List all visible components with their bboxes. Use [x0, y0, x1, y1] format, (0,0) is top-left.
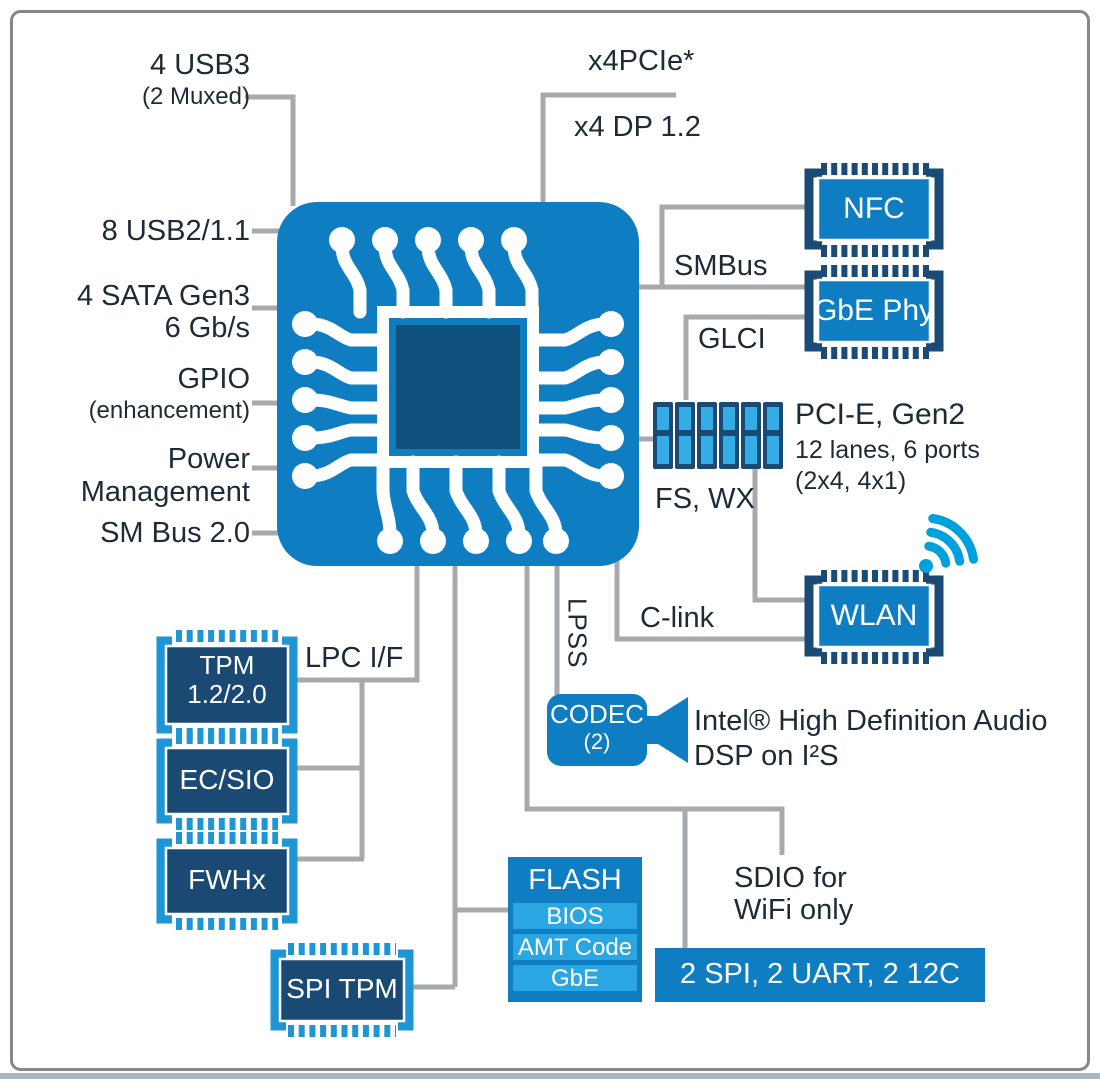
- label-bios: BIOS: [546, 903, 604, 930]
- wire-nfc: [659, 204, 806, 287]
- label-lpss: LPSS: [562, 598, 593, 669]
- wire-sdio: [524, 558, 785, 855]
- label-hda: Intel® High Definition Audio: [694, 705, 1048, 737]
- wifi-icon: [919, 514, 978, 573]
- nfc-chip: [804, 163, 944, 257]
- wlan-chip: [804, 570, 944, 664]
- wire-clink: [614, 558, 806, 642]
- codec-box: [547, 694, 647, 766]
- label-x4pcie: x4PCIe*: [588, 45, 695, 77]
- flash-bar-amt: [513, 934, 637, 960]
- label-usb3: 4 USB3: [150, 49, 250, 81]
- label-nfc: NFC: [843, 192, 905, 225]
- pch-chip-traces: [292, 227, 624, 554]
- fwhx-chip: [156, 832, 298, 930]
- pch-die-frame: [377, 306, 539, 468]
- wires: [245, 92, 806, 990]
- label-sdio: SDIO for: [734, 862, 847, 894]
- label-pcie-gen2: PCI-E, Gen2: [795, 398, 966, 431]
- pch-die-core: [396, 325, 520, 449]
- label-smbus20: SM Bus 2.0: [100, 517, 250, 549]
- label-tpm-ver: 1.2/2.0: [187, 679, 267, 709]
- wire-lpc: [297, 558, 420, 683]
- pcie-slot: [653, 402, 673, 469]
- label-sata: 4 SATA Gen3: [76, 280, 250, 312]
- label-gbe: GbE: [550, 965, 600, 992]
- codec-block: [547, 694, 688, 766]
- label-fswx: FS, WX: [655, 483, 755, 515]
- label-flash: FLASH: [528, 864, 622, 896]
- flash-block: [508, 857, 642, 1002]
- label-power: Power: [167, 443, 250, 475]
- tpm-chip: [156, 630, 298, 740]
- label-codec: CODEC: [550, 699, 644, 729]
- label-glci: GLCI: [698, 323, 766, 355]
- label-spi-tpm: SPI TPM: [286, 973, 398, 1004]
- label-pcie-lanes: 12 lanes, 6 ports: [795, 436, 980, 464]
- gbe-phy-chip: [804, 265, 944, 359]
- label-codec-2: (2): [583, 729, 611, 754]
- ecsio-chip: [156, 732, 298, 830]
- pcie-slot: [741, 402, 761, 469]
- label-management: Management: [80, 476, 250, 508]
- label-clink: C-link: [640, 602, 715, 634]
- pcie-slot: [763, 402, 783, 469]
- label-tpm: TPM: [199, 650, 255, 680]
- speaker-icon: [644, 697, 688, 763]
- label-sdio-wifi: WiFi only: [734, 894, 854, 926]
- label-pcie-config: (2x4, 4x1): [795, 467, 907, 495]
- label-usb3-muxed: (2 Muxed): [141, 83, 250, 110]
- label-ecsio: EC/SIO: [179, 764, 275, 795]
- wire-slots-wlan: [752, 469, 806, 603]
- label-spi-uart: 2 SPI, 2 UART, 2 12C: [680, 958, 960, 990]
- wire-usb3: [245, 94, 296, 206]
- label-x4dp: x4 DP 1.2: [574, 111, 701, 143]
- label-usb2: 8 USB2/1.1: [101, 215, 250, 247]
- wire-left-ticks: [252, 228, 282, 536]
- spi-tpm-chip: [270, 943, 414, 1037]
- pcie-slot: [675, 402, 695, 469]
- label-sata-speed: 6 Gb/s: [164, 312, 250, 344]
- flash-bar-bios: [513, 903, 637, 929]
- label-smbus: SMBus: [674, 250, 768, 282]
- label-wlan: WLAN: [830, 599, 918, 632]
- label-gbe-phy: GbE Phy: [813, 294, 935, 327]
- label-hda-dsp: DSP on I²S: [694, 740, 839, 772]
- pcie-slot: [697, 402, 717, 469]
- wire-glci: [683, 314, 806, 400]
- bottom-edge-strip: [0, 1073, 1100, 1079]
- label-gpio-enh: (enhancement): [88, 397, 250, 424]
- label-fwhx: FWHx: [188, 864, 266, 895]
- label-amt-code: AMT Code: [517, 934, 633, 961]
- pch-chip: [277, 202, 639, 566]
- wire-pcie-dp: [540, 92, 676, 206]
- spi-uart-box: [655, 948, 985, 1002]
- label-gpio: GPIO: [177, 363, 250, 395]
- pcie-slots: [653, 402, 783, 469]
- pcie-slot: [719, 402, 739, 469]
- label-lpc-if: LPC I/F: [305, 642, 404, 674]
- flash-bar-gbe: [513, 965, 637, 991]
